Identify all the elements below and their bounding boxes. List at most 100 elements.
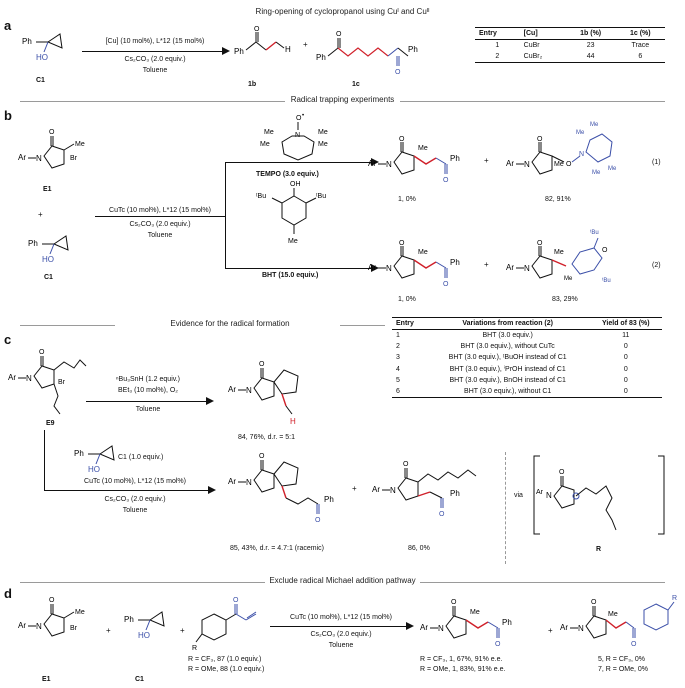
condition-line: Cs₂CO₃ (2.0 equiv.) <box>129 221 191 228</box>
panel-letter-c: c <box>4 332 12 347</box>
radical-intermediate-structure: N O Ar <box>533 455 665 535</box>
svg-text:Me: Me <box>260 141 270 148</box>
heading-b: Radical trapping experiments <box>290 95 395 104</box>
bht-label: BHT (15.0 equiv.) <box>262 272 319 279</box>
svg-text:Ar: Ar <box>368 263 376 272</box>
svg-text:O: O <box>49 129 55 136</box>
svg-text:OH: OH <box>290 181 301 188</box>
label-r: R <box>596 546 602 553</box>
header-1b: 1b (%) <box>580 30 602 37</box>
heading-d: Exclude radical Michael addition pathway <box>269 576 416 585</box>
cyclopropanol-structure: Ph HO <box>124 611 165 640</box>
svg-text:O: O <box>39 349 45 356</box>
product-5-line: 5, R = CF₃, 0% <box>598 656 646 663</box>
svg-text:ᵗBu: ᵗBu <box>602 277 611 284</box>
svg-text:Ar: Ar <box>18 153 26 162</box>
svg-text:Ph: Ph <box>324 495 334 504</box>
svg-text:O: O <box>451 599 457 606</box>
svg-text:H: H <box>290 417 296 426</box>
svg-text:O: O <box>537 240 543 247</box>
product-1c-structure: Ph O O Ph <box>316 31 418 76</box>
svg-text:Me: Me <box>592 170 601 176</box>
label-c1: C1 <box>36 77 45 84</box>
svg-text:Me: Me <box>554 161 564 168</box>
reaction-stem <box>95 216 225 217</box>
table-row: 2 CuBr₂ 44 6 <box>475 51 665 63</box>
svg-text:O: O <box>495 641 501 648</box>
aryl-enone-structure: R O <box>192 597 257 652</box>
label-c1: C1 <box>44 274 53 281</box>
svg-text:HO: HO <box>88 465 100 474</box>
svg-text:O: O <box>315 517 321 524</box>
conditions-c-top: ⁿBu₃SnH (1.2 equiv.) BEt₃ (10 mol%), O₂ <box>86 374 210 396</box>
condition-line: ⁿBu₃SnH (1.2 equiv.) <box>115 376 181 383</box>
e1-structure: Ar N O Me Br <box>18 597 85 637</box>
cell: 2 <box>495 53 500 60</box>
conditions-c-bottom: CuTc (10 mol%), L*12 (15 mol%) <box>60 476 210 487</box>
svg-text:N: N <box>36 154 42 163</box>
arrow-head-icon <box>371 158 379 166</box>
svg-text:Ph: Ph <box>74 449 84 458</box>
divider <box>420 582 665 583</box>
plus-sign: + <box>484 156 489 165</box>
svg-text:O: O <box>254 26 260 33</box>
svg-text:O: O <box>566 161 572 168</box>
svg-text:N: N <box>438 624 444 633</box>
panel-letter-a: a <box>4 18 12 33</box>
svg-text:O: O <box>336 31 342 38</box>
cell: CuBr <box>523 42 540 49</box>
divider <box>340 325 385 326</box>
svg-text:Me: Me <box>75 609 85 616</box>
svg-text:N: N <box>386 160 392 169</box>
svg-text:Me: Me <box>608 611 618 618</box>
label-84: 84, 76%, d.r. = 5:1 <box>238 434 296 441</box>
label-85: 85, 43%, d.r. = 4.7:1 (racemic) <box>230 545 324 552</box>
cyclopropanol-structure: Ph HO <box>22 33 63 62</box>
conditions-d: CuTc (10 mol%), L*12 (15 mol%) <box>268 612 414 623</box>
label-1-row2: 1, 0% <box>398 296 416 303</box>
svg-text:Ph: Ph <box>234 47 244 56</box>
e1-structure: Ar N O Me Br <box>18 129 85 169</box>
divider <box>20 582 265 583</box>
reaction-arrow <box>225 268 375 269</box>
svg-text:Ph: Ph <box>502 618 512 627</box>
heading-a: Ring-opening of cyclopropanol using Cuᴵ … <box>255 7 430 16</box>
svg-text:O: O <box>559 469 565 476</box>
cell: 11 <box>622 332 630 339</box>
label-86: 86, 0% <box>408 545 430 552</box>
label-e1: E1 <box>42 676 51 683</box>
svg-text:R: R <box>192 645 197 652</box>
svg-text:Me: Me <box>418 145 428 152</box>
svg-text:Ar: Ar <box>536 489 544 496</box>
branch-line <box>44 430 45 490</box>
svg-text:N: N <box>578 624 584 633</box>
conditions-b-below: Cs₂CO₃ (2.0 equiv.) Toluene <box>95 219 225 241</box>
cell: 4 <box>396 365 400 373</box>
plus-sign: + <box>106 626 111 635</box>
condition-line: CuTc (10 mol%), L*12 (15 mol%) <box>290 614 392 621</box>
svg-text:N: N <box>386 264 392 273</box>
label-1-row1: 1, 0% <box>398 196 416 203</box>
cell: 1 <box>495 42 500 49</box>
label-82: 82, 91% <box>545 196 571 203</box>
condition-line: Cs₂CO₃ (2.0 equiv.) <box>104 496 166 503</box>
svg-text:O: O <box>443 177 449 184</box>
cell: BHT (3.0 equiv.), without CuTc <box>460 343 555 350</box>
reaction-arrow <box>86 401 210 402</box>
header-entry: Entry <box>396 320 414 327</box>
arrow-head-icon <box>406 622 414 630</box>
panel-letter-d: d <box>4 586 12 601</box>
svg-text:HO: HO <box>42 255 54 264</box>
svg-text:O: O <box>49 597 55 604</box>
arrow-head-icon <box>208 486 216 494</box>
enone-line-2: R = OMe, 88 (1.0 equiv.) <box>188 666 265 673</box>
condition-line: BEt₃ (10 mol%), O₂ <box>117 387 179 394</box>
cell: 5 <box>396 377 400 384</box>
condition-line: Toluene <box>328 642 354 649</box>
svg-text:Ar: Ar <box>228 385 236 394</box>
cell: 23 <box>586 42 595 49</box>
svg-text:Ph: Ph <box>450 489 460 498</box>
plus-sign: + <box>484 260 489 269</box>
equation-tag: (1) <box>652 159 661 166</box>
